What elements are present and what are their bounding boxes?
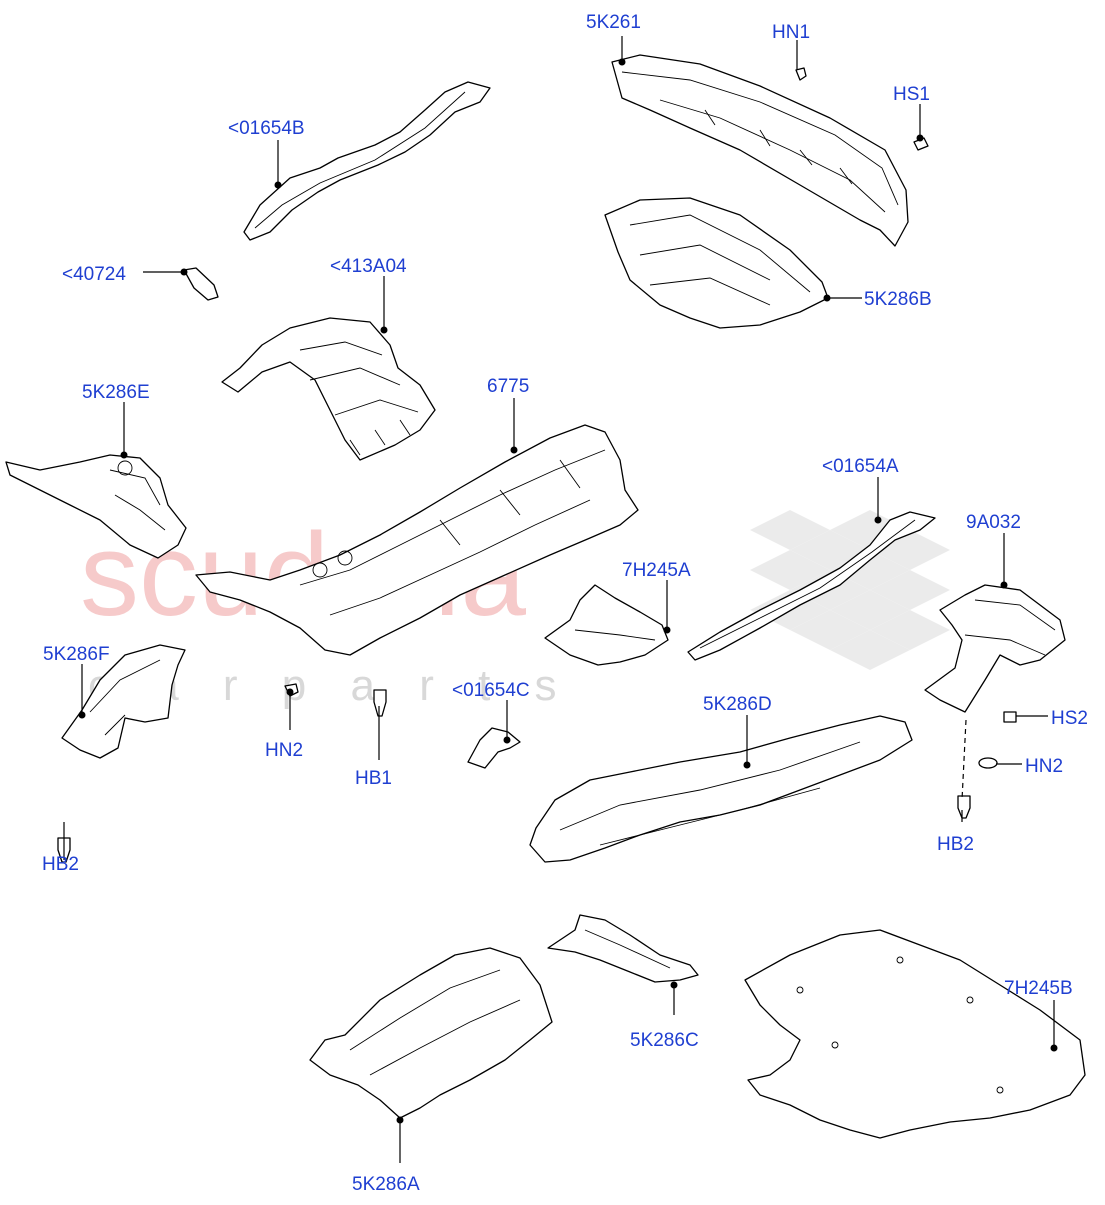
label-HB2-right[interactable]: HB2 — [937, 834, 974, 855]
part-40724 — [183, 267, 219, 301]
label-5K286E[interactable]: 5K286E — [82, 382, 150, 403]
label-HS1[interactable]: HS1 — [893, 84, 930, 105]
part-5K286C — [547, 914, 699, 983]
label-01654B[interactable]: <01654B — [228, 118, 305, 139]
label-7H245A[interactable]: 7H245A — [622, 560, 691, 581]
label-HN2-left[interactable]: HN2 — [265, 740, 303, 761]
leader-lines — [63, 36, 1058, 1163]
label-HS2[interactable]: HS2 — [1051, 708, 1088, 729]
label-413A04[interactable]: <413A04 — [330, 256, 407, 277]
label-9A032[interactable]: 9A032 — [966, 512, 1021, 533]
label-40724[interactable]: <40724 — [62, 264, 126, 285]
label-6775[interactable]: 6775 — [487, 376, 529, 397]
label-HB1[interactable]: HB1 — [355, 768, 392, 789]
watermark-checker — [750, 510, 950, 670]
label-01654A[interactable]: <01654A — [822, 456, 899, 477]
part-9A032 — [924, 584, 1066, 713]
fastener-HS2 — [1003, 711, 1017, 723]
part-5K286F — [61, 644, 186, 759]
part-labels: 5K261 HN1 HS1 <01654B <40724 <413A04 5K2… — [42, 12, 1088, 1195]
label-HN2-right[interactable]: HN2 — [1025, 756, 1063, 777]
part-01654A — [687, 511, 936, 661]
label-5K286D[interactable]: 5K286D — [703, 694, 772, 715]
label-7H245B[interactable]: 7H245B — [1004, 978, 1073, 999]
part-5K286A — [309, 947, 553, 1119]
fastener-HB2-right — [957, 795, 971, 819]
part-01654C — [467, 727, 521, 769]
fastener-HN1 — [795, 67, 807, 81]
fastener-HN2-right — [978, 757, 998, 769]
label-5K286C[interactable]: 5K286C — [630, 1030, 699, 1051]
part-413A04 — [221, 317, 436, 461]
label-5K261[interactable]: 5K261 — [586, 12, 641, 33]
part-5K286D — [529, 715, 913, 863]
part-7H245A — [544, 584, 669, 666]
label-01654C[interactable]: <01654C — [452, 680, 530, 701]
part-7H245B — [744, 929, 1086, 1139]
part-01654B — [243, 81, 491, 241]
part-5K286B — [604, 197, 829, 329]
fastener-axis — [961, 719, 967, 801]
label-HN1[interactable]: HN1 — [772, 22, 810, 43]
label-5K286F[interactable]: 5K286F — [43, 644, 110, 665]
label-5K286A[interactable]: 5K286A — [352, 1174, 420, 1195]
part-5K286E — [5, 454, 187, 559]
part-6775 — [195, 424, 639, 656]
part-5K261 — [611, 54, 909, 247]
label-HB2-left[interactable]: HB2 — [42, 854, 79, 875]
fastener-HB1 — [373, 689, 387, 717]
label-5K286B[interactable]: 5K286B — [864, 289, 932, 310]
